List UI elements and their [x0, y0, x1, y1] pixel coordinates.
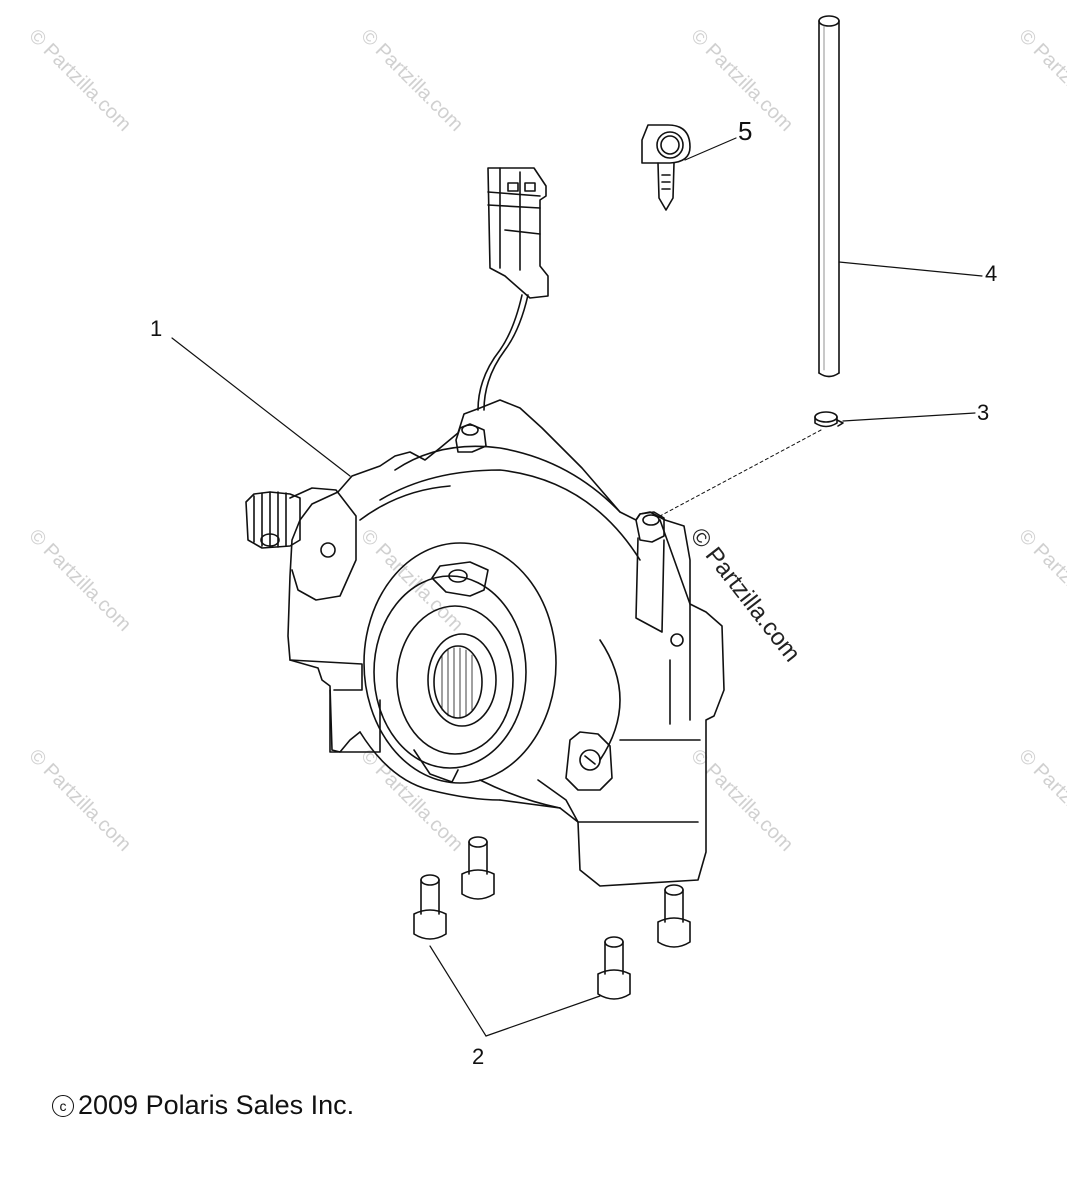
callout-3: 3 — [977, 400, 990, 425]
callout-2: 2 — [472, 1044, 485, 1069]
copyright-text: 2009 Polaris Sales Inc. — [78, 1090, 355, 1120]
connector-harness — [477, 167, 549, 411]
callout-5: 5 — [738, 116, 753, 146]
bolts-part-2 — [413, 836, 691, 1037]
clamp-part-3 — [659, 411, 976, 517]
copyright-symbol: c — [52, 1095, 74, 1117]
tube-part-4 — [818, 15, 983, 378]
callout-4: 4 — [985, 261, 998, 286]
callout-1: 1 — [150, 316, 163, 341]
gearcase-part-1 — [245, 399, 725, 887]
sensor-part-5 — [641, 124, 737, 211]
